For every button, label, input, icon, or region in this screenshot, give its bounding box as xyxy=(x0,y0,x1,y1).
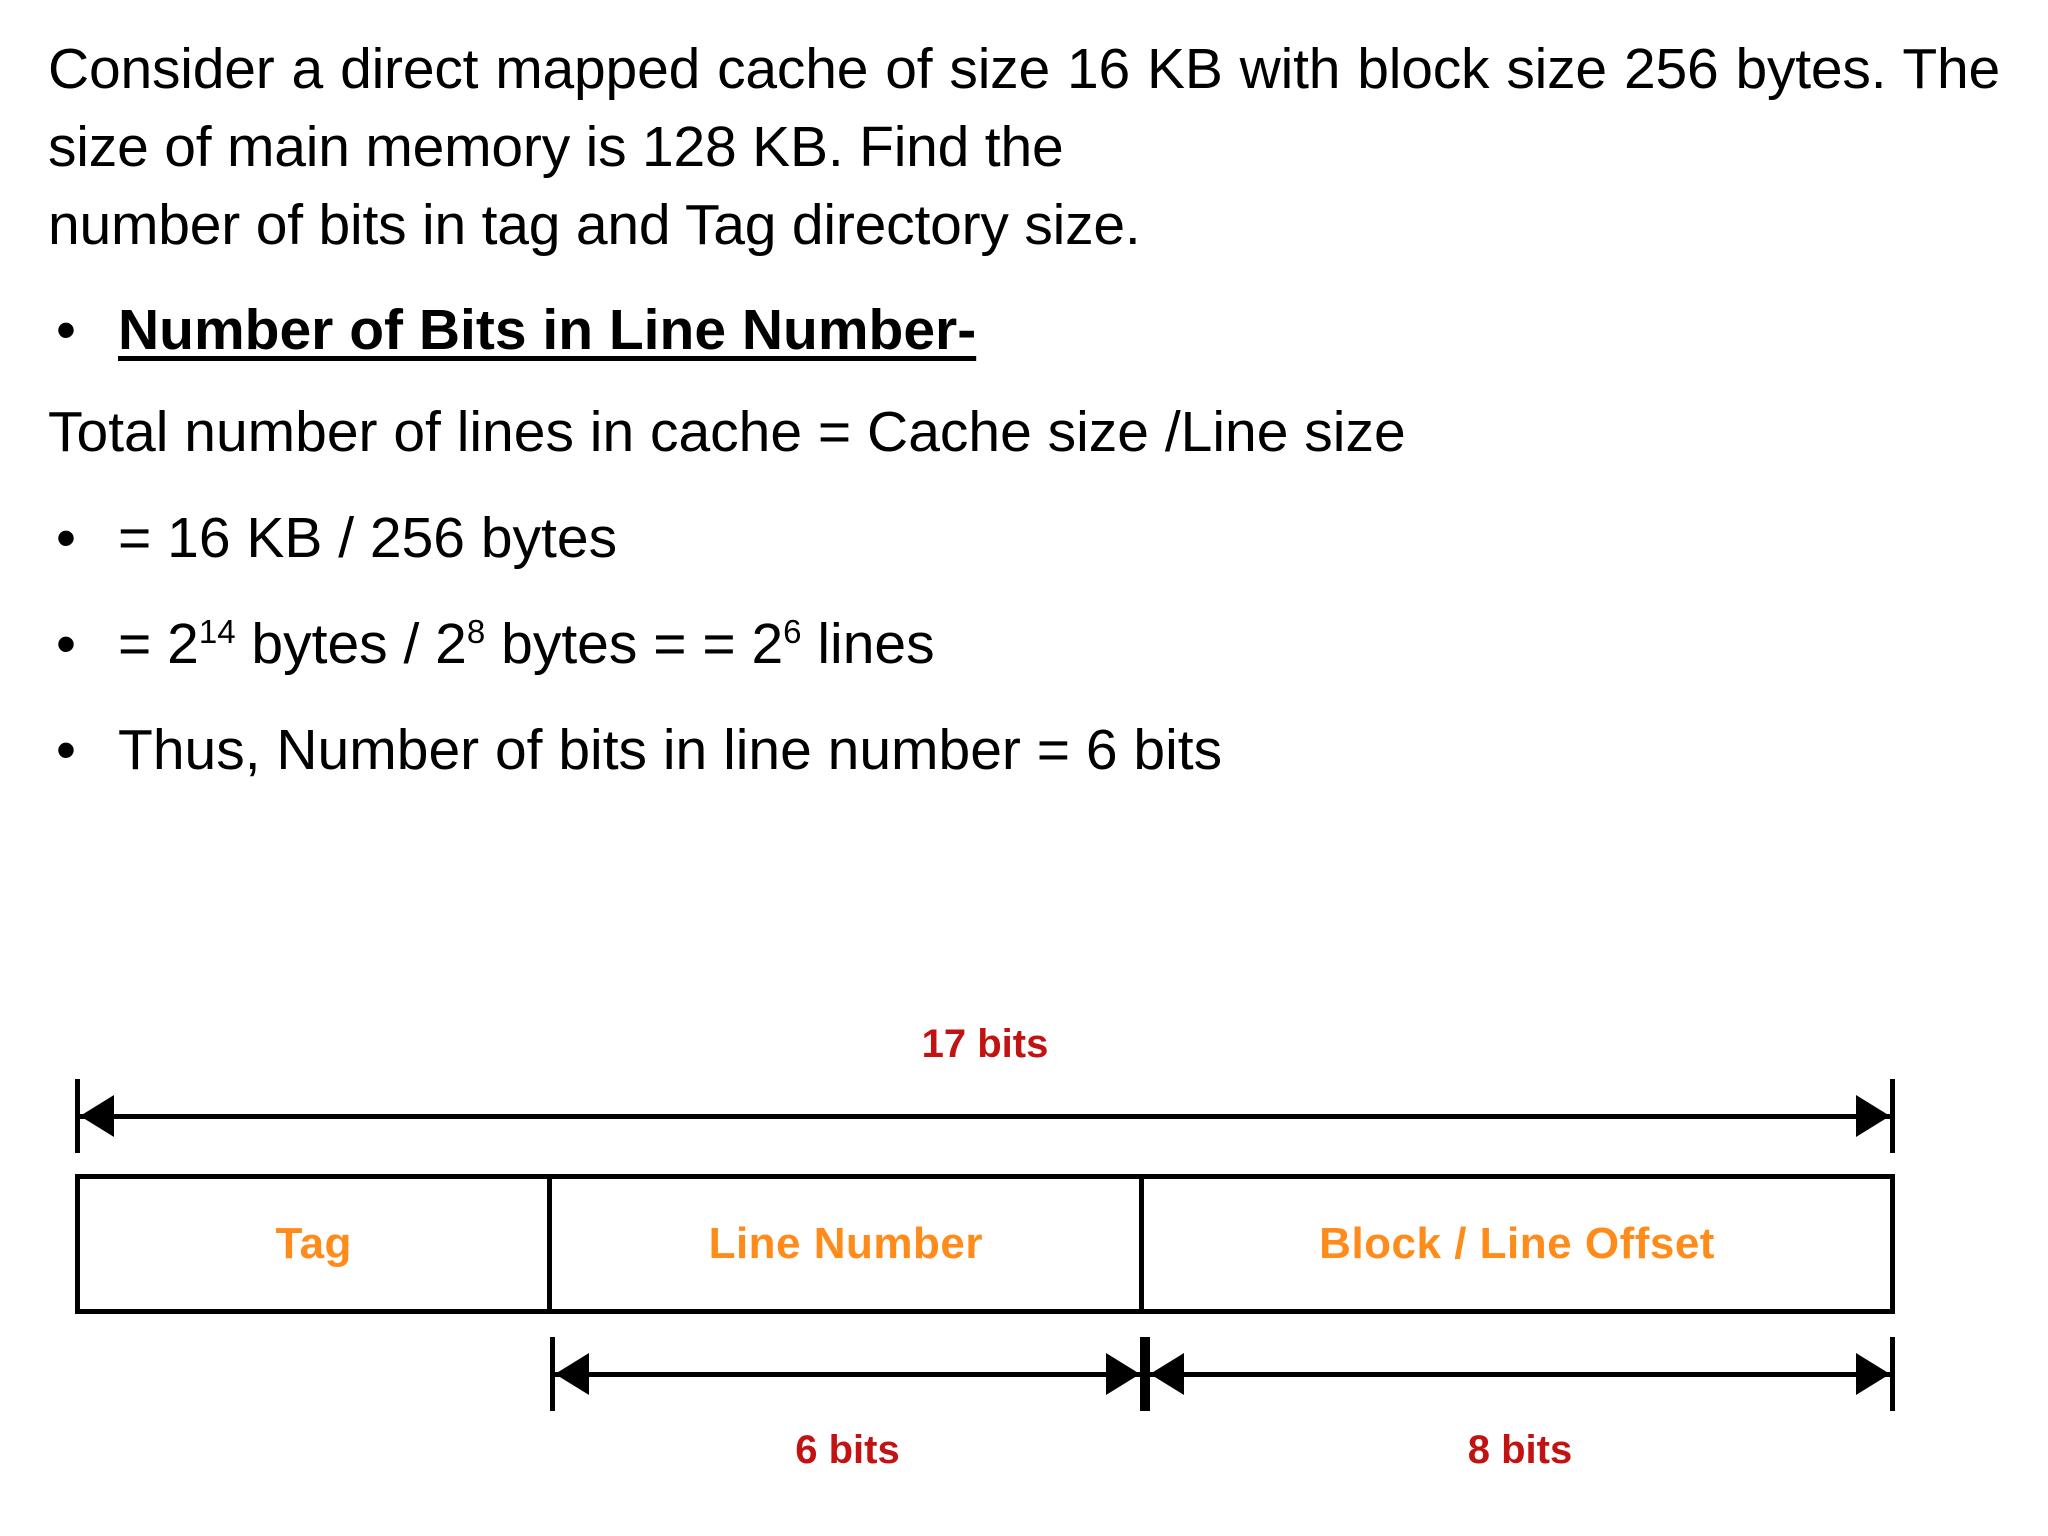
field-cell-tag: Tag xyxy=(80,1179,553,1309)
total-bits-label: 17 bits xyxy=(921,1022,1049,1066)
question-line-3: number of bits in tag and Tag directory … xyxy=(48,193,1141,257)
address-format-diagram: 17 bits Tag Line Number Block / Line Off… xyxy=(0,1022,2048,1536)
measure-tick-right-icon xyxy=(1140,1337,1145,1411)
expr-seg-6: lines xyxy=(801,612,935,676)
question-line-1: Consider a direct mapped cache of size 1… xyxy=(48,37,1607,101)
block-offset-bits-label: 8 bits xyxy=(1467,1428,1573,1472)
field-label-line-number: Line Number xyxy=(708,1219,983,1268)
conclusion-text: Thus, Number of bits in line number = 6 … xyxy=(118,718,1223,782)
field-label-tag: Tag xyxy=(275,1219,352,1268)
arrow-head-right-icon xyxy=(1856,1353,1890,1395)
bullet-marker-icon: • xyxy=(56,718,76,782)
measure-tick-left-icon xyxy=(550,1337,555,1411)
measure-tick-right-icon xyxy=(1890,1337,1895,1411)
line-number-bits-measure-arrow xyxy=(550,1337,1145,1411)
measure-shaft xyxy=(555,1372,1140,1377)
field-cell-block-offset: Block / Line Offset xyxy=(1144,1179,1890,1309)
field-label-block-offset: Block / Line Offset xyxy=(1319,1219,1715,1268)
exponent-6: 6 xyxy=(783,614,802,651)
address-field-box: Tag Line Number Block / Line Offset xyxy=(75,1174,1895,1314)
line-number-bits-label: 6 bits xyxy=(795,1428,900,1472)
total-bits-measure-arrow xyxy=(75,1079,1895,1153)
arrow-head-left-icon xyxy=(555,1353,589,1395)
bullet-marker-icon: • xyxy=(56,298,76,362)
exponent-8: 8 xyxy=(466,614,486,651)
question-line-2: 256 bytes. The size of main memory is 12… xyxy=(48,37,2000,179)
block-offset-bits-measure-arrow xyxy=(1145,1337,1895,1411)
question-paragraph: Consider a direct mapped cache of size 1… xyxy=(48,30,2000,264)
expr-seg-4: bytes = = 2 xyxy=(485,612,784,676)
statement-total-lines: Total number of lines in cache = Cache s… xyxy=(48,400,1406,464)
measure-tick-left-icon xyxy=(75,1079,80,1153)
power-expression-text: = 214 bytes / 28 bytes = = 26 lines xyxy=(118,604,2000,684)
arrow-head-right-icon xyxy=(1106,1353,1140,1395)
expr-seg-0: = 2 xyxy=(118,612,199,676)
bullet-marker-icon: • xyxy=(56,612,76,676)
bullet-power-expression: • = 214 bytes / 28 bytes = = 26 lines xyxy=(48,604,2000,684)
arrow-head-left-icon xyxy=(80,1095,114,1137)
division-expression-text: = 16 KB / 256 bytes xyxy=(118,506,618,570)
bullet-heading-line-number: • Number of Bits in Line Number- xyxy=(48,290,2000,370)
text-content-block: Consider a direct mapped cache of size 1… xyxy=(48,30,2000,790)
field-cell-line-number: Line Number xyxy=(552,1179,1145,1309)
bullet-conclusion: • Thus, Number of bits in line number = … xyxy=(48,710,2000,790)
bullet-marker-icon: • xyxy=(56,506,76,570)
exponent-14: 14 xyxy=(198,614,236,651)
measure-shaft xyxy=(1150,1372,1890,1377)
measure-tick-left-icon xyxy=(1145,1337,1150,1411)
heading-text: Number of Bits in Line Number- xyxy=(118,298,977,362)
bullet-division-expression: • = 16 KB / 256 bytes xyxy=(48,498,2000,578)
measure-tick-right-icon xyxy=(1890,1079,1895,1153)
expr-seg-2: bytes / 2 xyxy=(235,612,467,676)
arrow-head-right-icon xyxy=(1856,1095,1890,1137)
arrow-head-left-icon xyxy=(1150,1353,1184,1395)
measure-shaft xyxy=(80,1114,1890,1119)
